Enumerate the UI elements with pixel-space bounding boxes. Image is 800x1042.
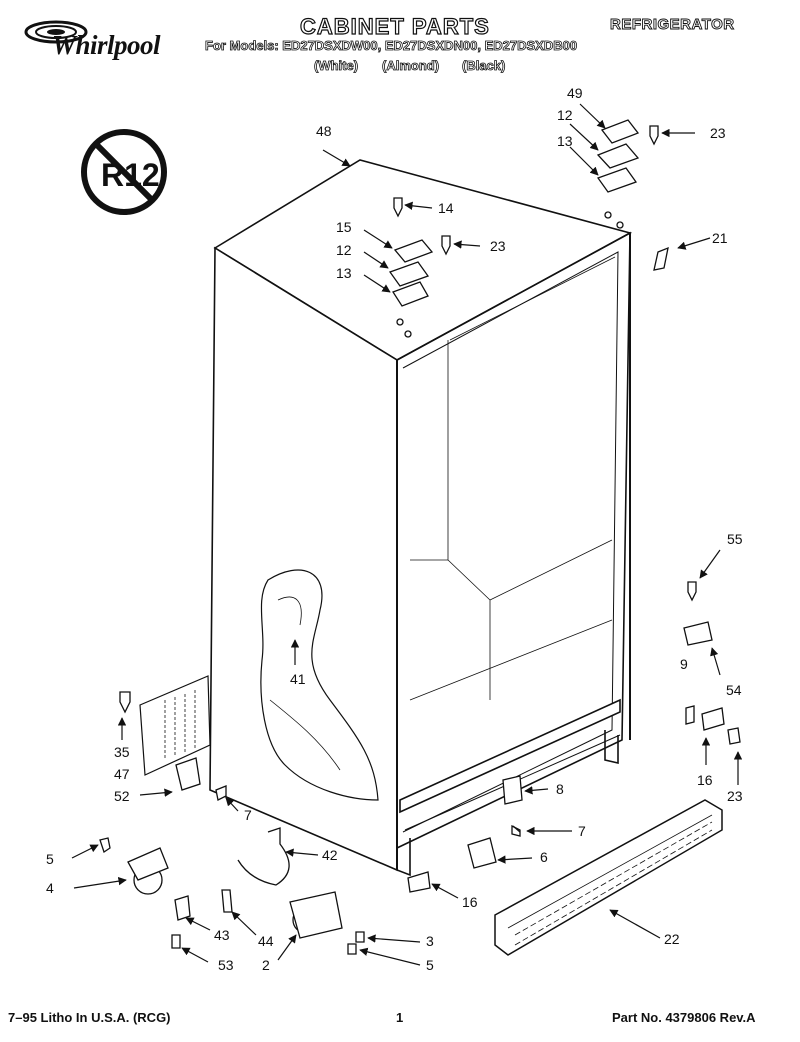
color-black: (Black) (462, 58, 506, 74)
callout-48: 48 (316, 123, 332, 139)
footer-page-number: 1 (396, 1010, 404, 1025)
category-label: REFRIGERATOR (610, 16, 735, 34)
callout-52: 52 (114, 788, 130, 804)
footer-litho: 7–95 Litho In U.S.A. (RCG) (8, 1010, 171, 1025)
no-r12-badge: R12 (81, 129, 167, 215)
callout-23: 23 (710, 125, 726, 141)
color-almond: (Almond) (382, 58, 440, 74)
toe-grille (494, 799, 723, 956)
callout-44: 44 (258, 933, 274, 949)
brand-name: Whirlpool (52, 30, 161, 60)
callout-54: 54 (726, 682, 742, 698)
callout-12: 12 (336, 242, 352, 258)
callout-53: 53 (218, 957, 234, 973)
callout-5: 5 (426, 957, 434, 973)
hinge-parts (99, 119, 741, 955)
callout-15: 15 (336, 219, 352, 235)
callout-13: 13 (557, 133, 573, 149)
callout-41: 41 (290, 671, 306, 687)
models-line: For Models: ED27DSXDW00, ED27DSXDN00, ED… (205, 38, 578, 54)
footer-part-number: Part No. 4379806 Rev.A (612, 1010, 756, 1025)
callout-35: 35 (114, 744, 130, 760)
callout-22: 22 (664, 931, 680, 947)
callout-5: 5 (46, 851, 54, 867)
callout-labels: 48 49 12 23 13 14 15 23 12 13 21 55 41 9… (46, 85, 743, 973)
callout-16: 16 (462, 894, 478, 910)
leader-lines (71, 103, 743, 966)
callout-42: 42 (322, 847, 338, 863)
page-title: CABINET PARTS (299, 13, 490, 39)
callout-23: 23 (490, 238, 506, 254)
callout-12: 12 (557, 107, 573, 123)
callout-13: 13 (336, 265, 352, 281)
callout-16: 16 (697, 772, 713, 788)
callout-7: 7 (244, 807, 252, 823)
callout-43: 43 (214, 927, 230, 943)
callout-2: 2 (262, 957, 270, 973)
callout-4: 4 (46, 880, 54, 896)
color-white: (White) (314, 58, 359, 74)
callout-9: 9 (680, 656, 688, 672)
badge-text: R12 (101, 157, 160, 193)
callout-6: 6 (540, 849, 548, 865)
whirlpool-logo (24, 20, 88, 44)
callout-3: 3 (426, 933, 434, 949)
callout-49: 49 (567, 85, 583, 101)
callout-8: 8 (556, 781, 564, 797)
callout-47: 47 (114, 766, 130, 782)
callout-14: 14 (438, 200, 454, 216)
callout-7: 7 (578, 823, 586, 839)
cabinet-body (139, 159, 633, 877)
callout-55: 55 (727, 531, 743, 547)
callout-21: 21 (712, 230, 728, 246)
callout-23: 23 (727, 788, 743, 804)
